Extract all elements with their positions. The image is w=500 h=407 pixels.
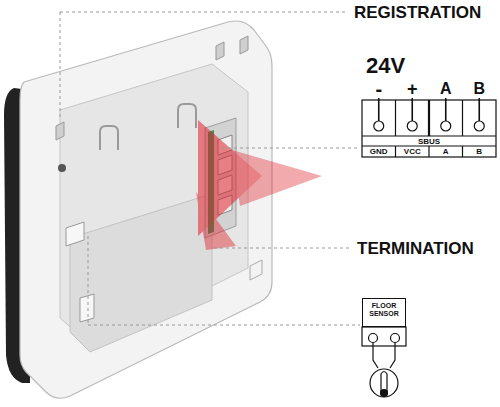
voltage-label: 24V (366, 55, 405, 77)
pin-name: A (440, 81, 452, 97)
floor-sensor-terminal (362, 327, 406, 397)
pin-name: VCC (404, 148, 421, 156)
pin-name: B (476, 148, 482, 156)
watermark-logo (196, 120, 322, 250)
terminal-block (362, 98, 496, 157)
pin-name: B (473, 81, 485, 97)
callout-title: REGISTRATION (354, 4, 481, 21)
bus-name: SBUS (418, 138, 440, 146)
sensor-label: FLOOR SENSOR (365, 302, 403, 318)
pin-name: GND (370, 148, 388, 156)
sensor-box: FLOOR SENSOR (362, 298, 406, 327)
pin-name: A (443, 148, 449, 156)
callout-title: TERMINATION (357, 240, 474, 257)
polarity-label: - (375, 79, 382, 99)
polarity-label: + (407, 80, 418, 98)
thermostat-back (4, 21, 272, 398)
leader-lines (60, 12, 360, 325)
